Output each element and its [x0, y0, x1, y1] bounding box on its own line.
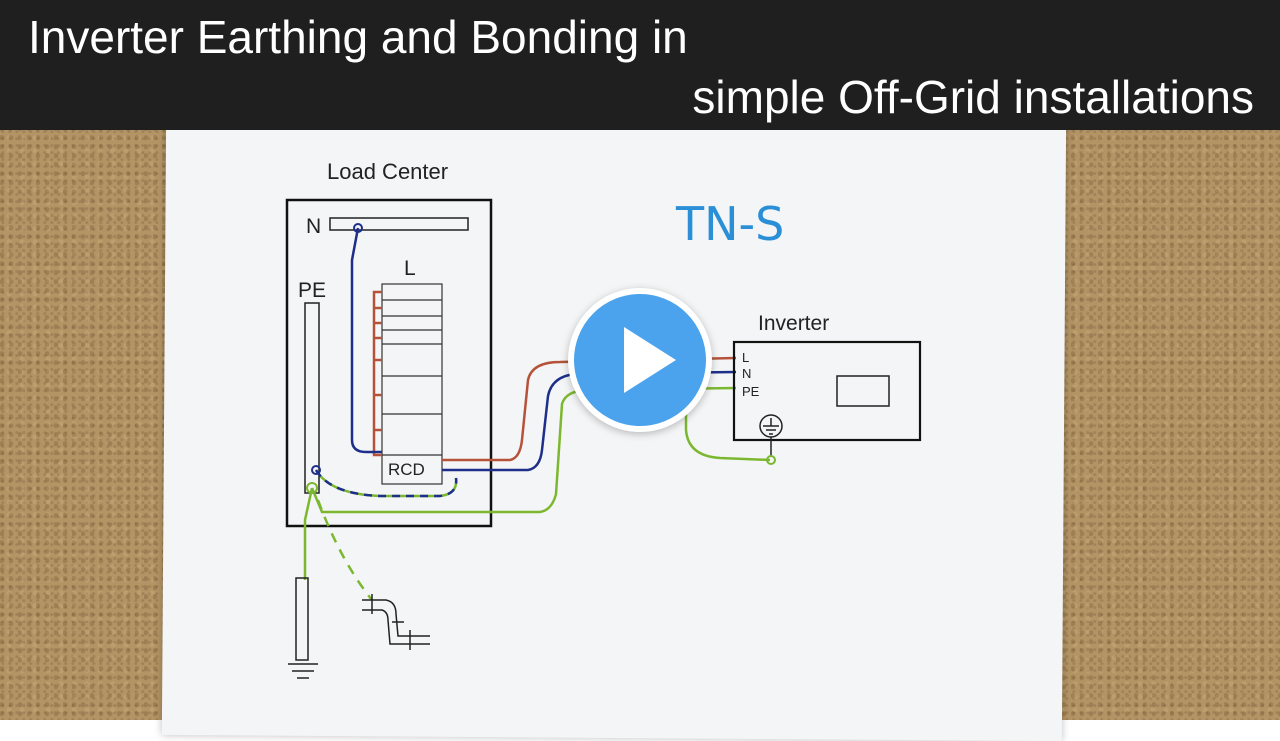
neutral-terminal — [353, 223, 363, 233]
inverter-label: Inverter — [758, 312, 829, 335]
inverter-box — [732, 340, 922, 442]
rcd-label: RCD — [388, 460, 425, 479]
video-title-line2: simple Off-Grid installations — [692, 71, 1254, 123]
pe-terminal — [306, 482, 318, 494]
inverter-terminal-pe: PE — [742, 384, 760, 399]
bond-terminal — [311, 465, 321, 475]
play-icon — [624, 327, 676, 393]
earth-rod — [288, 577, 318, 679]
bonding-wire-dashed — [316, 499, 373, 601]
line-wires — [372, 290, 737, 462]
water-pipe — [362, 594, 430, 650]
inverter-display — [836, 375, 890, 407]
earth-ground-symbol — [759, 414, 783, 456]
inverter-terminal-l: L — [742, 350, 749, 365]
neutral-wires — [350, 227, 737, 472]
breaker-column — [381, 283, 443, 485]
pe-bar-label: PE — [298, 279, 326, 302]
bond-neutral-wire — [314, 469, 458, 498]
load-center-label: Load Center — [327, 159, 448, 184]
title-banner: Inverter Earthing and Bonding in simple … — [0, 0, 1280, 130]
play-button[interactable] — [568, 288, 712, 432]
video-title-line1: Inverter Earthing and Bonding in — [28, 11, 688, 63]
neutral-bar-label: N — [306, 215, 321, 238]
chassis-earth-terminal — [766, 455, 776, 465]
pe-bar — [304, 302, 320, 494]
inverter-terminal-n: N — [742, 366, 751, 381]
breakers-label: L — [404, 257, 416, 280]
neutral-bar — [329, 217, 469, 231]
load-center-enclosure — [285, 198, 493, 528]
system-type-annotation: TN-S — [675, 197, 784, 251]
bond-earth-wire — [314, 469, 458, 498]
